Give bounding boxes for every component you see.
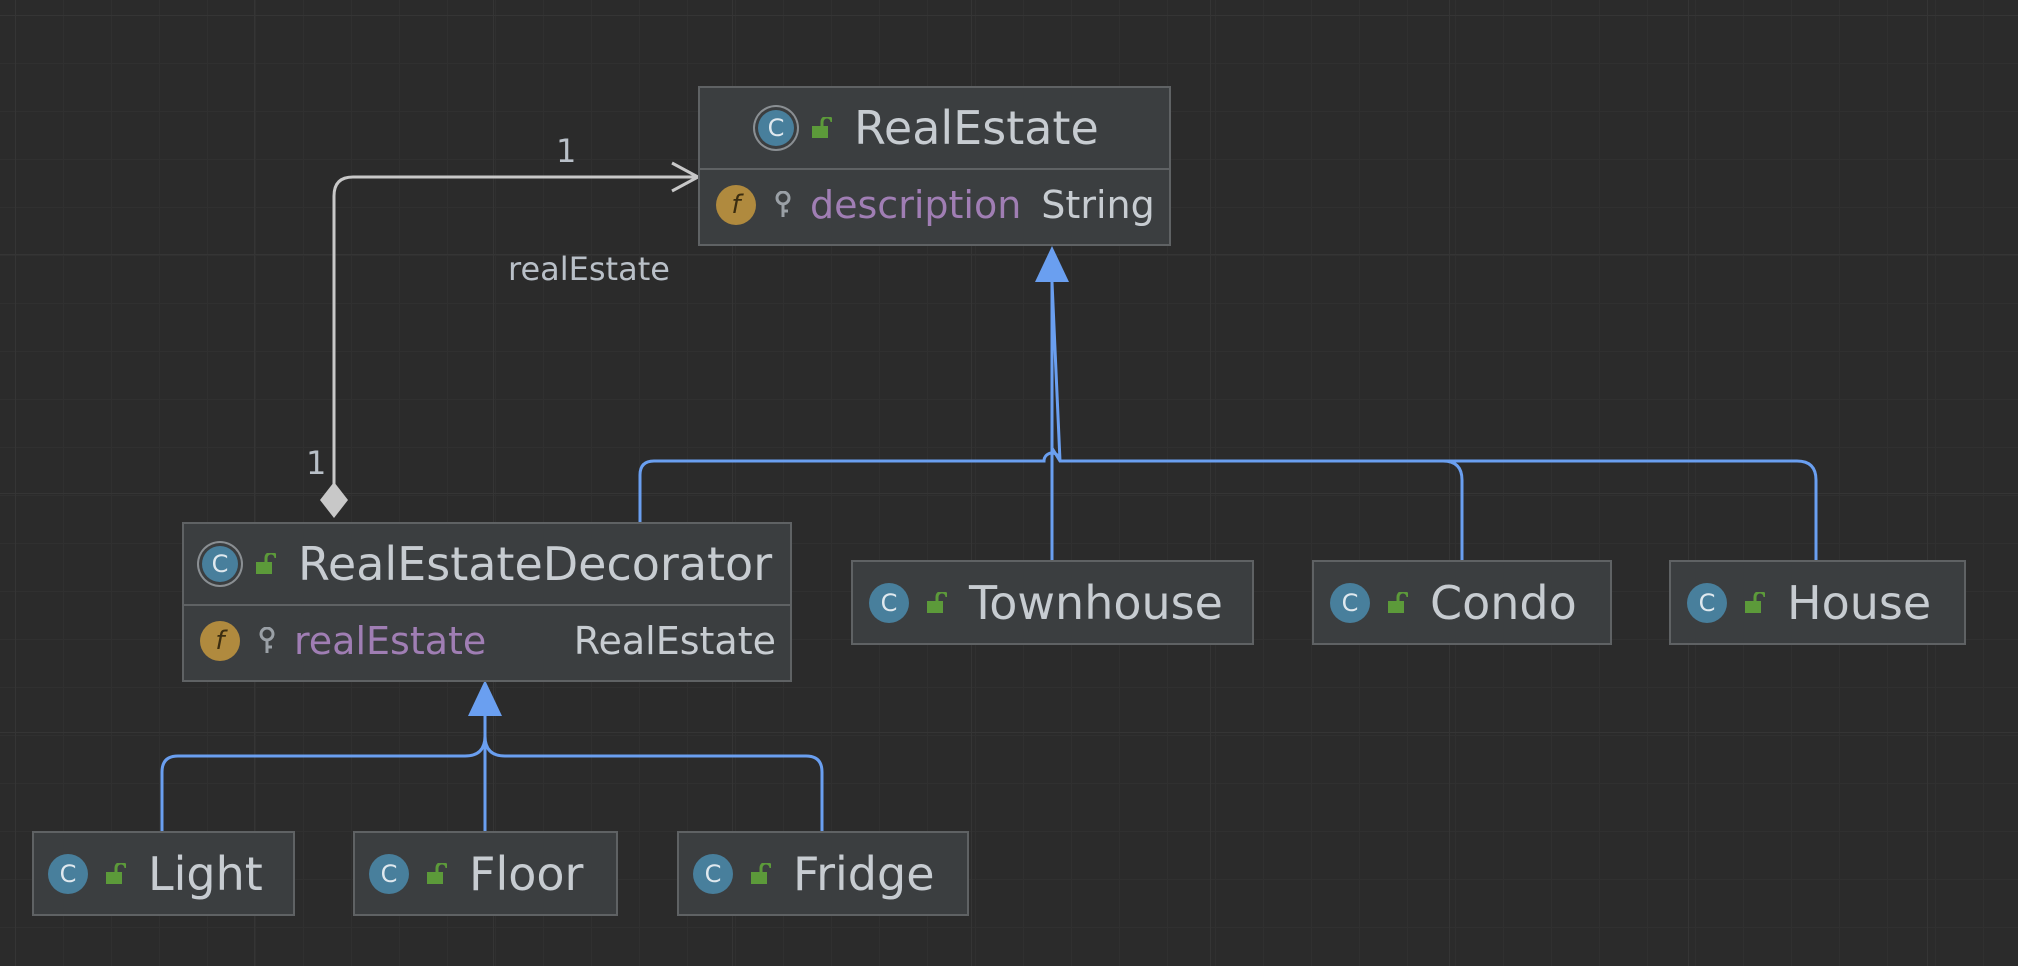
class-header: C RealEstateDecorator: [184, 524, 790, 604]
class-name: Condo: [1430, 575, 1577, 630]
field-type: String: [1041, 183, 1155, 227]
key-icon: [775, 191, 791, 217]
field-icon: f: [200, 621, 240, 661]
inheritance-arrowhead-decorator: [468, 680, 502, 716]
unlocked-icon: [812, 117, 832, 138]
unlocked-icon: [751, 862, 771, 884]
class-node-light[interactable]: C Light: [32, 831, 295, 916]
inheritance-edge-condo: [1050, 447, 1464, 560]
unlocked-icon: [1388, 591, 1408, 613]
class-node-condo[interactable]: C Condo: [1312, 560, 1612, 645]
class-header: C House: [1671, 562, 1964, 643]
class-header: C Floor: [355, 833, 616, 914]
class-icon: C: [869, 582, 909, 623]
class-name: RealEstateDecorator: [298, 537, 773, 591]
class-name: RealEstate: [854, 101, 1099, 155]
inheritance-edge-fridge: [483, 735, 824, 831]
unlocked-icon: [427, 862, 447, 884]
class-node-townhouse[interactable]: C Townhouse: [851, 560, 1254, 645]
field-name: description: [810, 183, 1022, 227]
class-name: Fridge: [793, 846, 935, 901]
inheritance-edge-light: [160, 735, 487, 831]
class-node-realestatedecorator[interactable]: C RealEstateDecorator f realEstate RealE…: [182, 522, 792, 682]
unlocked-icon: [1745, 591, 1765, 613]
field-row[interactable]: f description String: [700, 168, 1169, 240]
association-edge: [332, 175, 698, 484]
unlocked-icon: [256, 553, 276, 574]
key-icon: [259, 627, 275, 653]
field-row[interactable]: f realEstate RealEstate: [184, 604, 790, 676]
class-node-realestate[interactable]: C RealEstate f description String: [698, 86, 1171, 246]
class-name: Floor: [469, 846, 584, 901]
class-node-floor[interactable]: C Floor: [353, 831, 618, 916]
class-header: C RealEstate: [700, 88, 1169, 168]
field-name: realEstate: [294, 619, 487, 663]
class-node-fridge[interactable]: C Fridge: [677, 831, 969, 916]
class-icon: C: [1687, 582, 1727, 623]
class-icon: C: [1330, 582, 1370, 623]
class-header: C Fridge: [679, 833, 967, 914]
class-icon: C: [369, 853, 409, 894]
class-icon: C: [48, 853, 88, 894]
class-header: C Light: [34, 833, 293, 914]
class-name: Townhouse: [969, 575, 1223, 630]
class-header: C Townhouse: [853, 562, 1252, 643]
class-header: C Condo: [1314, 562, 1610, 643]
composition-diamond: [320, 482, 348, 518]
target-multiplicity: 1: [556, 132, 577, 170]
unlocked-icon: [106, 862, 126, 884]
abstract-class-icon: C: [758, 110, 794, 146]
abstract-class-icon: C: [202, 546, 238, 582]
association-role-label: realEstate: [508, 250, 670, 288]
inheritance-edge-house: [1443, 459, 1818, 560]
field-icon: f: [716, 185, 756, 225]
class-name: House: [1787, 575, 1932, 630]
class-icon: C: [693, 853, 733, 894]
source-multiplicity: 1: [306, 444, 327, 482]
unlocked-icon: [927, 591, 947, 613]
inheritance-arrowhead-realestate: [1035, 246, 1069, 282]
class-node-house[interactable]: C House: [1669, 560, 1966, 645]
inheritance-edge-decorator: [638, 281, 1062, 522]
field-type: RealEstate: [573, 619, 776, 663]
class-name: Light: [148, 846, 263, 901]
